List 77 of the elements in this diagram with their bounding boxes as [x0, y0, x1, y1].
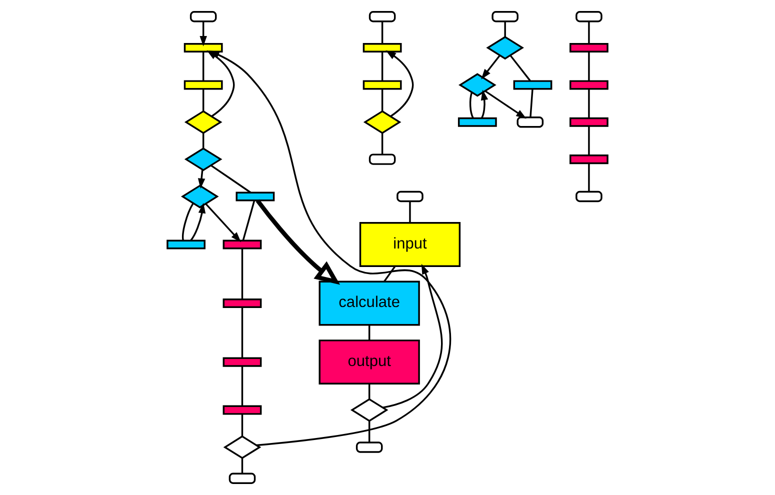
node-diamond	[180, 184, 219, 208]
arrow	[208, 50, 451, 446]
connector	[588, 163, 590, 192]
node-bar	[222, 357, 262, 367]
node-bar	[458, 117, 497, 127]
node-diamond	[223, 435, 262, 460]
node-bar	[570, 43, 608, 53]
node-bar	[570, 80, 608, 90]
node-oval	[396, 190, 424, 202]
connector	[202, 52, 204, 81]
connector	[381, 89, 384, 112]
connector	[381, 133, 384, 154]
arrow	[190, 202, 206, 241]
node-bar	[570, 117, 608, 127]
node-oval	[368, 154, 396, 165]
connector	[469, 92, 474, 119]
node-bar	[362, 43, 402, 53]
node-bar	[222, 240, 262, 250]
connector	[368, 384, 370, 400]
connector	[384, 266, 396, 282]
connector	[241, 458, 244, 474]
connector	[530, 89, 534, 118]
connector	[409, 201, 411, 223]
node-box: calculate	[318, 280, 420, 326]
arrow	[256, 199, 340, 285]
arrow	[484, 90, 526, 119]
connector	[510, 54, 531, 82]
connector	[202, 89, 204, 112]
node-oval	[228, 472, 256, 484]
connector	[210, 164, 252, 194]
connector	[381, 22, 384, 44]
node-oval	[576, 190, 602, 202]
node-bar	[166, 240, 206, 250]
node-bar	[184, 80, 223, 90]
arrow	[198, 170, 206, 189]
node-bar	[236, 192, 275, 202]
node-diamond	[486, 36, 524, 60]
arrow	[382, 264, 443, 408]
node-oval	[356, 442, 383, 453]
arrow	[386, 50, 414, 118]
node-box: input	[359, 222, 461, 267]
node-diamond	[363, 110, 402, 134]
node-bar	[513, 80, 552, 90]
node-diamond	[458, 73, 496, 97]
node-bar	[570, 154, 608, 164]
connector	[381, 52, 384, 81]
arrow	[481, 54, 500, 80]
node-diamond	[184, 110, 222, 134]
connector	[241, 307, 244, 358]
connector	[588, 126, 590, 156]
connector	[241, 248, 244, 300]
node-box: output	[318, 340, 420, 385]
node-diamond	[350, 398, 388, 422]
arrow	[200, 22, 207, 46]
node-oval	[492, 11, 518, 22]
node-diamond	[184, 147, 222, 172]
connector	[242, 200, 256, 241]
node-bar	[222, 405, 262, 415]
node-bar	[222, 298, 262, 308]
connector	[588, 89, 590, 118]
connector	[202, 133, 204, 148]
node-oval	[368, 11, 396, 22]
connector	[368, 325, 370, 340]
connector	[588, 52, 590, 81]
node-bar	[362, 80, 402, 90]
connector	[182, 202, 194, 241]
connector	[588, 22, 590, 44]
node-oval	[190, 11, 217, 22]
connector	[368, 420, 370, 442]
connector	[241, 414, 244, 436]
arrow	[205, 203, 242, 242]
arrow	[480, 90, 488, 119]
node-oval	[516, 116, 544, 128]
connector	[504, 22, 506, 37]
connector	[241, 366, 244, 406]
node-bar	[184, 43, 223, 53]
node-oval	[576, 11, 602, 22]
